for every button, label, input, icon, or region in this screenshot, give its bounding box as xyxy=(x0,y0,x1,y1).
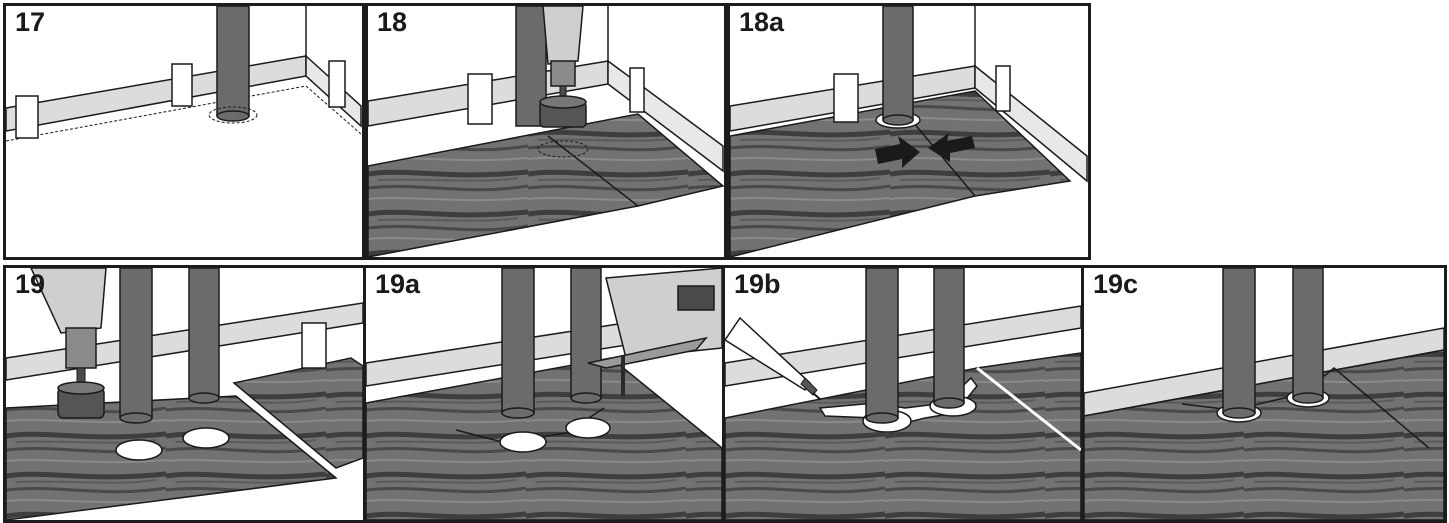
step-number-label: 17 xyxy=(15,7,46,37)
step-18-panel: 18 xyxy=(365,3,727,260)
pipe-icon xyxy=(570,268,602,399)
spacer-wedge-icon xyxy=(833,73,859,123)
floor-board xyxy=(232,357,363,469)
drilled-hole xyxy=(182,427,230,449)
spacer-wedge-icon xyxy=(328,60,346,108)
step-number-label: 19 xyxy=(15,269,46,299)
spacer-wedge-icon xyxy=(301,322,327,369)
step-19c-illustration xyxy=(1084,268,1444,520)
floor-board xyxy=(730,90,1072,257)
spacer-wedge-icon xyxy=(467,73,493,125)
step-19b-panel: 19b xyxy=(722,265,1084,523)
pipe-icon xyxy=(865,268,899,419)
step-19-panel: 19 xyxy=(3,265,366,523)
step-number-label: 19c xyxy=(1093,269,1139,299)
expansion-gap-line xyxy=(6,85,362,142)
pipe-icon xyxy=(216,6,250,117)
drilled-hole xyxy=(115,439,163,461)
arrow-left-icon xyxy=(928,133,975,162)
step-18-illustration xyxy=(368,6,724,257)
board-seam xyxy=(547,135,639,207)
step-19c-panel: 19c xyxy=(1081,265,1447,523)
pipe-icon xyxy=(119,268,153,419)
spacer-wedge-icon xyxy=(995,65,1011,112)
pipe-icon xyxy=(1222,268,1256,414)
drill-icon xyxy=(539,6,587,128)
pipe-marking-circle xyxy=(208,106,258,124)
step-18a-illustration xyxy=(730,6,1088,257)
spacer-wedge-icon xyxy=(15,95,39,139)
step-number-label: 19a xyxy=(375,269,421,299)
pipe-icon xyxy=(501,268,535,414)
drilled-hole xyxy=(499,431,547,453)
pipe-icon xyxy=(882,6,914,121)
spacer-wedge-icon xyxy=(171,63,193,107)
pipe-icon xyxy=(188,268,220,399)
floor-board xyxy=(368,113,724,257)
drill-icon xyxy=(30,268,107,419)
floor-board xyxy=(6,395,338,520)
pipe-icon xyxy=(1292,268,1324,399)
pipe-icon xyxy=(933,268,965,404)
step-17-illustration xyxy=(6,6,362,142)
skirting-board xyxy=(6,55,307,132)
jigsaw-icon xyxy=(587,268,722,396)
step-19a-illustration xyxy=(366,268,722,520)
step-number-label: 18a xyxy=(739,7,785,37)
glue-bottle-icon xyxy=(725,316,822,401)
pipe-marking-circle xyxy=(537,140,589,158)
spacer-wedge-icon xyxy=(629,67,645,113)
step-18a-panel: 18a xyxy=(727,3,1091,260)
step-17-panel: 17 xyxy=(3,3,365,260)
step-19a-panel: 19a xyxy=(363,265,725,523)
arrow-right-icon xyxy=(875,136,920,168)
step-number-label: 18 xyxy=(377,7,408,37)
step-19b-illustration xyxy=(725,268,1081,520)
step-number-label: 19b xyxy=(734,269,781,299)
drilled-hole xyxy=(565,417,611,439)
step-19-illustration xyxy=(6,268,363,520)
floor-board xyxy=(1084,349,1444,520)
